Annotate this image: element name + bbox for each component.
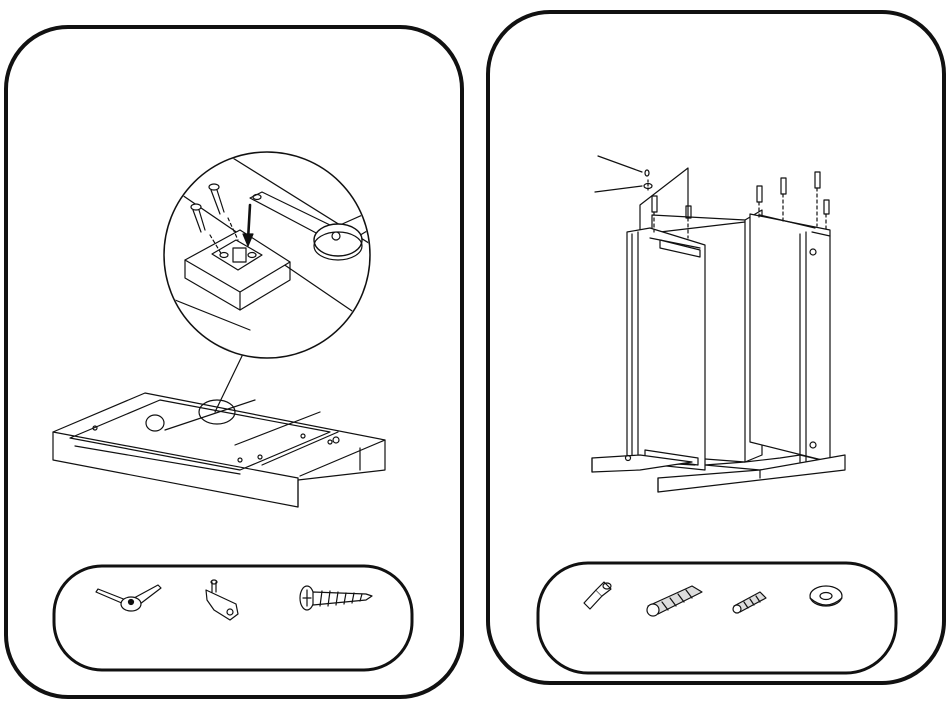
- screw-detail-2: [209, 184, 238, 240]
- left-step-panel: [6, 27, 462, 697]
- small-wood-dowel-icon: [733, 592, 766, 613]
- left-hardware-tray: [54, 566, 412, 670]
- large-wood-dowel-icon: [647, 586, 702, 616]
- right-hardware-tray: [538, 563, 896, 673]
- detail-zoom-circle: [150, 150, 412, 412]
- washer-icon: [810, 586, 842, 606]
- wood-screw-icon: [300, 586, 372, 610]
- hinge-arm-detail: [250, 192, 412, 260]
- base-frame-drawing: [53, 393, 385, 507]
- hinge-arm-icon: [96, 585, 161, 611]
- right-step-panel: [488, 12, 944, 683]
- mounting-plate-icon: [206, 580, 238, 620]
- cam-bolt-icon: [584, 582, 611, 609]
- callout-lines: [595, 156, 652, 192]
- cabinet-frame-drawing: [592, 168, 845, 492]
